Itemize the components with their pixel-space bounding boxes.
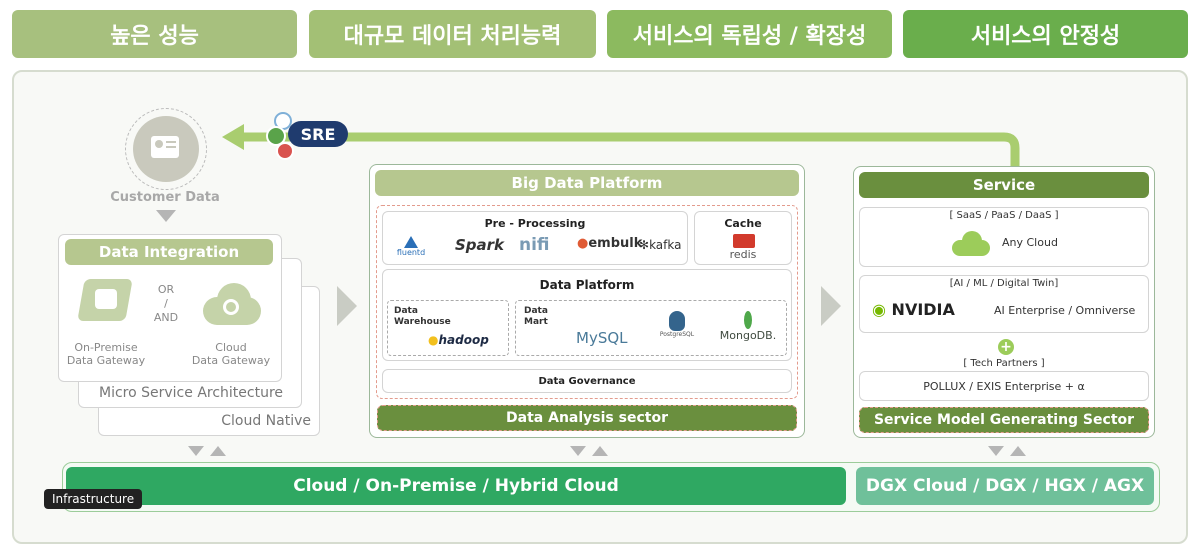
fluentd-logo: fluentd (391, 236, 431, 257)
customer-data-label: Customer Data (110, 190, 220, 205)
data-integration-title: Data Integration (65, 239, 273, 265)
cloud-native-label: Cloud Native (221, 413, 311, 429)
spark-logo: Spark (455, 236, 505, 254)
embulk-logo: ●embulk (577, 236, 643, 251)
header-performance: 높은 성능 (12, 10, 297, 58)
right-arrow-icon (337, 286, 357, 326)
saas-label: [ SaaS / PaaS / DaaS ] (949, 210, 1059, 221)
plus-icon: + (998, 339, 1014, 355)
any-cloud-label: Any Cloud (1002, 236, 1058, 249)
service-title: Service (859, 172, 1149, 198)
data-mart-box: Data Mart MySQL PostgreSQL MongoDB. (515, 300, 787, 356)
nifi-logo: nifi (519, 235, 550, 255)
customer-icon (133, 116, 199, 182)
nvidia-logo: ◉ NVIDIA (872, 300, 955, 319)
cache-title: Cache (724, 217, 762, 230)
cloud-gateway-icon (195, 279, 267, 329)
sre-feedback-arrow (222, 124, 1020, 168)
or-and-label: OR / AND (153, 283, 179, 324)
tech-partners-label: [ Tech Partners ] (963, 358, 1045, 369)
data-warehouse-label: Data Warehouse (394, 306, 451, 327)
dgx-bar: DGX Cloud / DGX / HGX / AGX (856, 467, 1154, 505)
infrastructure-label: Infrastructure (44, 489, 143, 509)
kafka-logo: ✻kafka (639, 238, 682, 252)
data-governance-box: Data Governance (382, 369, 792, 393)
sre-label: SRE (288, 121, 348, 147)
shield-icon (266, 126, 286, 146)
pollux-box: POLLUX / EXIS Enterprise + α (859, 371, 1149, 401)
service-model-sector-bar: Service Model Generating Sector (859, 407, 1149, 433)
mysql-logo: MySQL (576, 329, 628, 347)
data-platform-title: Data Platform (539, 278, 635, 292)
postgres-logo: PostgreSQL (652, 311, 702, 338)
up-down-arrows-icon (188, 444, 238, 458)
cloud-icon (952, 230, 992, 256)
up-down-arrows-icon (988, 444, 1038, 458)
service-panel: Service [ SaaS / PaaS / DaaS ] Any Cloud… (853, 166, 1155, 438)
hadoop-logo: ●hadoop (428, 333, 489, 347)
msa-label: Micro Service Architecture (99, 385, 284, 401)
ai-label: [AI / ML / Digital Twin] (949, 278, 1059, 289)
data-platform-box: Data Platform Data Warehouse ●hadoop Dat… (382, 269, 792, 361)
ai-box: [AI / ML / Digital Twin] ◉ NVIDIA AI Ent… (859, 275, 1149, 333)
mongodb-logo: MongoDB. (716, 311, 780, 342)
down-arrow-icon (156, 210, 176, 222)
redis-label: redis (729, 248, 757, 261)
ai-enterprise-label: AI Enterprise / Omniverse (994, 304, 1136, 317)
pollux-label: POLLUX / EXIS Enterprise + α (923, 379, 1085, 393)
big-data-platform-panel: Big Data Platform Pre - Processing fluen… (369, 164, 805, 438)
data-integration-card: Data Integration On-Premise Data Gateway… (58, 234, 282, 382)
pre-processing-title: Pre - Processing (484, 217, 586, 230)
big-data-dashed-region (376, 205, 798, 399)
right-arrow-icon (821, 286, 841, 326)
sre-icon-bottom (276, 142, 294, 160)
on-premise-gateway-label: On-Premise Data Gateway (66, 341, 146, 367)
data-mart-label: Data Mart (524, 306, 548, 327)
pre-processing-box: Pre - Processing fluentd Spark nifi ●emb… (382, 211, 688, 265)
data-governance-label: Data Governance (538, 375, 636, 387)
header-big-data: 대규모 데이터 처리능력 (309, 10, 596, 58)
header-stability: 서비스의 안정성 (903, 10, 1188, 58)
data-analysis-sector-bar: Data Analysis sector (377, 405, 797, 431)
cloud-hybrid-bar: Cloud / On-Premise / Hybrid Cloud (66, 467, 846, 505)
cache-box: Cache redis (694, 211, 792, 265)
header-independence: 서비스의 독립성 / 확장성 (607, 10, 892, 58)
up-down-arrows-icon (570, 444, 620, 458)
on-premise-gateway-icon (77, 279, 137, 327)
redis-icon (733, 234, 755, 248)
big-data-platform-title: Big Data Platform (375, 170, 799, 196)
data-warehouse-box: Data Warehouse ●hadoop (387, 300, 509, 356)
saas-box: [ SaaS / PaaS / DaaS ] Any Cloud (859, 207, 1149, 267)
cloud-gateway-label: Cloud Data Gateway (191, 341, 271, 367)
customer-data-ring (125, 108, 207, 190)
sre-badge: SRE (266, 112, 350, 160)
